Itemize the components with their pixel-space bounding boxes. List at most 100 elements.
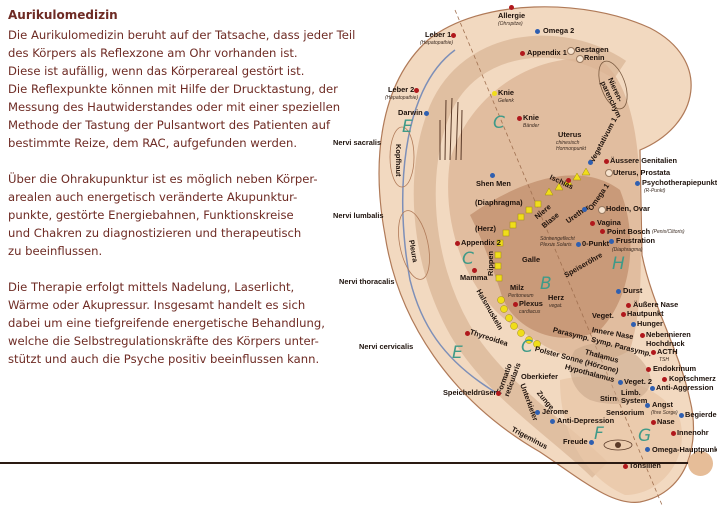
label: Begierde bbox=[685, 410, 717, 419]
point-red bbox=[621, 312, 626, 317]
decorative-circle bbox=[688, 451, 713, 476]
label: Rippen bbox=[486, 250, 495, 276]
point-red bbox=[623, 464, 628, 469]
point-red bbox=[496, 391, 501, 396]
zone-letter: F bbox=[594, 424, 604, 444]
point-red bbox=[604, 159, 609, 164]
zone-letter: C bbox=[462, 249, 474, 269]
label: Äußere Nase bbox=[633, 300, 679, 309]
label: Renin bbox=[584, 53, 605, 62]
text-line: bestimmte Reize, dem RAC, aufgefunden we… bbox=[8, 136, 298, 150]
label: (Diaphragma) bbox=[475, 198, 523, 207]
label: Galle bbox=[522, 255, 541, 264]
label: Tonsillen bbox=[629, 461, 661, 470]
point-red bbox=[671, 431, 676, 436]
label: (Penis/Clitoris) bbox=[652, 229, 685, 235]
label: Gelenk bbox=[498, 98, 514, 104]
point-blue bbox=[589, 440, 594, 445]
text-line: des Körpers als Reflexzone am Ohr vorhan… bbox=[8, 46, 298, 60]
zone-letter: E bbox=[452, 343, 463, 363]
point-blue bbox=[550, 419, 555, 424]
label: (Hepatopathie) bbox=[385, 95, 419, 101]
label: Jérome bbox=[542, 407, 569, 416]
label: Innenohr bbox=[677, 428, 709, 437]
spine-markers bbox=[494, 167, 591, 348]
label: Hoden, Ovar bbox=[606, 204, 650, 213]
point-red bbox=[513, 302, 518, 307]
text-line: Die Reflexpunkte können mit Hilfe der Dr… bbox=[8, 82, 338, 96]
label: TSH bbox=[659, 357, 669, 363]
label: Darwin bbox=[398, 108, 423, 117]
point-red bbox=[465, 331, 470, 336]
label: Milz bbox=[510, 283, 524, 292]
point-blue bbox=[631, 322, 636, 327]
article-title: Aurikulomedizin bbox=[8, 8, 118, 22]
point-blue bbox=[535, 29, 540, 34]
label: Peritoneum bbox=[508, 293, 534, 299]
text-line: und Chakren zu diagnostizieren und thera… bbox=[8, 226, 302, 240]
point-red bbox=[520, 51, 525, 56]
label: (R-Punkt) bbox=[644, 188, 666, 194]
label: Appendix 1 bbox=[527, 48, 567, 57]
label: Nervi sacralis bbox=[333, 138, 382, 147]
point-red bbox=[662, 377, 667, 382]
label: Point Bosch bbox=[607, 227, 651, 236]
label: Herz bbox=[548, 293, 565, 302]
text-line: zu beeinflussen. bbox=[8, 244, 103, 258]
text-line: stützt und auch die Psyche positiv beein… bbox=[8, 352, 320, 366]
point-blue bbox=[645, 403, 650, 408]
label: Kopfhaut bbox=[394, 144, 403, 177]
dashed-axis bbox=[454, 9, 663, 506]
text-line: Wärme oder Akupressur. Insgesamt handelt… bbox=[8, 298, 306, 312]
point-blue bbox=[616, 289, 621, 294]
divider-line bbox=[0, 462, 700, 464]
text-line: Die Therapie erfolgt mittels Nadelung, L… bbox=[8, 280, 295, 294]
label: chinesisch Hormonpunkt bbox=[556, 140, 587, 152]
text-line: Messung des Hautwiderstandes oder mit ei… bbox=[8, 100, 341, 114]
cavum-conchae bbox=[470, 175, 631, 338]
point-blue bbox=[645, 447, 650, 452]
label: Nervi cervicalis bbox=[359, 342, 414, 351]
label: Appendix 2 bbox=[461, 238, 501, 247]
label: Mamma bbox=[460, 273, 488, 282]
label: ACTH bbox=[657, 347, 678, 356]
nierenparenchym-zone bbox=[598, 60, 628, 110]
label: vegat. bbox=[549, 303, 563, 309]
point-blue bbox=[582, 207, 587, 212]
point-red bbox=[414, 88, 419, 93]
label: Speicheldrüsen bbox=[443, 388, 499, 397]
label: Oberkiefer bbox=[521, 372, 558, 381]
label: (Diaphragma) bbox=[612, 247, 643, 253]
point-red bbox=[455, 241, 460, 246]
text-line: Diese ist aufällig, wenn das Körperareal… bbox=[8, 64, 305, 78]
label: Omega 2 bbox=[543, 26, 575, 35]
point-red bbox=[451, 33, 456, 38]
eye-icon bbox=[603, 439, 633, 451]
label: Shen Men bbox=[476, 179, 511, 188]
label: Veget. bbox=[592, 311, 614, 320]
antihelix bbox=[413, 35, 627, 478]
label: Knie bbox=[523, 113, 540, 122]
point-blue bbox=[535, 410, 540, 415]
point-red bbox=[651, 350, 656, 355]
point-red bbox=[651, 420, 656, 425]
label: Freude bbox=[563, 437, 588, 446]
text-line: dabei um eine tiefgreifende energetische… bbox=[8, 316, 325, 330]
label: Uterus, Prostata bbox=[613, 168, 671, 177]
point-blue bbox=[618, 380, 623, 385]
blue-line bbox=[401, 49, 501, 396]
label: Nebennieren bbox=[646, 330, 691, 339]
label: Anti-Aggression bbox=[656, 383, 714, 392]
label: Nervi lumbalis bbox=[333, 211, 384, 220]
brain-icon bbox=[570, 343, 651, 404]
point-red bbox=[472, 268, 477, 273]
zone-letter: C bbox=[493, 113, 505, 133]
label: Endokrinum bbox=[653, 364, 697, 373]
label: Äussere Genitalien bbox=[610, 156, 677, 165]
label: Plexus bbox=[519, 299, 543, 308]
point-open bbox=[605, 169, 613, 177]
text-line: punkte, gestörte Energiebahnen, Funktion… bbox=[8, 208, 294, 222]
label: Leber 2 bbox=[388, 85, 415, 94]
label: Nase bbox=[657, 417, 675, 426]
